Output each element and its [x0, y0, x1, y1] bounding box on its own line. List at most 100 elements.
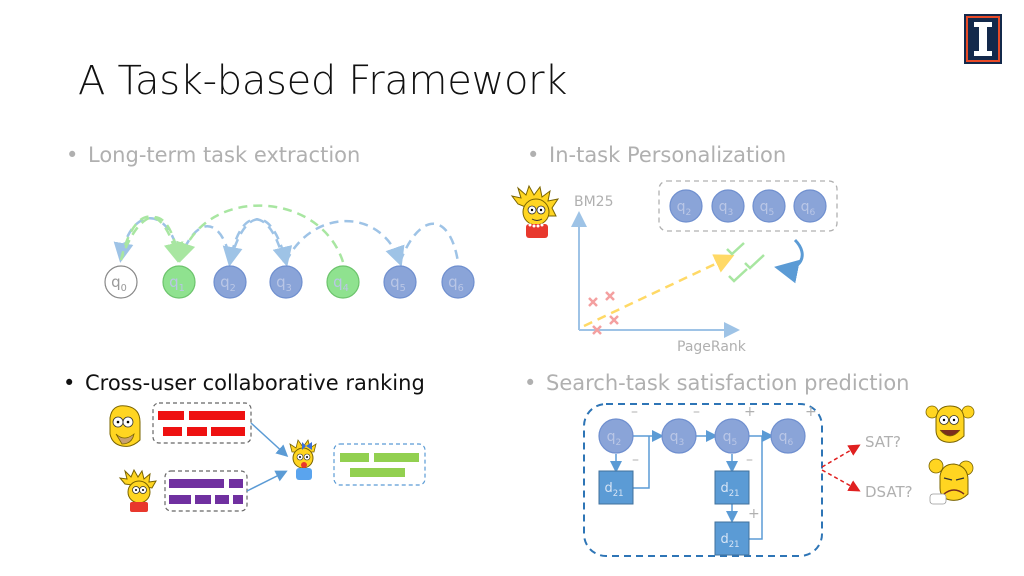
checkmark-icon [726, 242, 765, 283]
page-title: A Task-based Framework [78, 58, 568, 104]
query-node-label: q6 [779, 429, 794, 448]
query-node-label: q6 [801, 199, 816, 218]
sign-label: + [744, 404, 756, 420]
task-box [583, 403, 823, 557]
label-subscript: 6 [810, 208, 816, 218]
bullet-personalization: • In-task Personalization [527, 143, 786, 167]
label-subscript: 5 [769, 208, 775, 218]
bullet-satisfaction-prediction: • Search-task satisfaction prediction [524, 371, 910, 395]
bullet-text: In-task Personalization [549, 143, 787, 167]
label-subscript: 6 [458, 283, 464, 294]
query-node [269, 265, 303, 299]
maggie-icon [289, 439, 317, 480]
query-node-label: q2 [677, 199, 692, 218]
query-node-label: q5 [390, 273, 406, 294]
sign-label: – [631, 404, 638, 420]
label-subscript: 3 [679, 438, 685, 448]
label-base: q [111, 273, 121, 291]
document-box [714, 470, 750, 505]
bullet-collaborative-ranking: • Cross-user collaborative ranking [63, 371, 425, 395]
curved-arrow-icon [774, 238, 804, 284]
label-base: q [677, 199, 686, 215]
query-node [714, 418, 750, 454]
query-node-label: q1 [169, 273, 185, 294]
label-base: q [670, 429, 679, 445]
label-base: d [720, 532, 728, 547]
sign-label: – [632, 452, 639, 468]
homer-icon [109, 405, 141, 447]
label-subscript: 21 [729, 539, 740, 549]
sign-label: – [746, 452, 753, 468]
label-subscript: 3 [286, 283, 292, 294]
label-subscript: 4 [343, 283, 349, 294]
label-base: q [448, 273, 458, 291]
homer-happy-icon [925, 405, 975, 443]
query-node-label: q3 [276, 273, 292, 294]
label-base: q [333, 273, 343, 291]
label-base: q [220, 273, 230, 291]
query-node [162, 265, 196, 299]
query-node [213, 265, 247, 299]
label-base: q [276, 273, 286, 291]
bullet-dot: • [66, 143, 79, 167]
label-base: q [169, 273, 179, 291]
query-node-label: q4 [333, 273, 349, 294]
x-axis-label: PageRank [677, 339, 747, 355]
query-node-label: q6 [448, 273, 464, 294]
label-subscript: 21 [613, 488, 624, 498]
query-node [326, 265, 360, 299]
label-subscript: 21 [729, 488, 740, 498]
bullet-dot: • [524, 371, 537, 395]
bullet-text: Search-task satisfaction prediction [546, 371, 910, 395]
label-subscript: 3 [728, 208, 734, 218]
y-axis-label: BM25 [574, 194, 614, 210]
query-group-box [658, 180, 838, 232]
bullet-dot: • [63, 371, 76, 395]
query-node [441, 265, 475, 299]
sign-label: + [805, 404, 817, 420]
query-node-label: q2 [607, 429, 622, 448]
bullet-task-extraction: • Long-term task extraction [66, 143, 360, 167]
label-base: q [607, 429, 616, 445]
bullet-text: Long-term task extraction [88, 143, 361, 167]
bullet-text: Cross-user collaborative ranking [85, 371, 425, 395]
sign-label: – [693, 404, 700, 420]
label-base: d [604, 481, 612, 496]
label-base: q [719, 199, 728, 215]
label-subscript: 6 [788, 438, 794, 448]
query-node [770, 418, 806, 454]
query-node [383, 265, 417, 299]
query-node [711, 189, 745, 223]
query-node-label: q5 [723, 429, 738, 448]
label-base: q [723, 429, 732, 445]
query-node-label: q5 [760, 199, 775, 218]
document-box [598, 470, 634, 505]
label-subscript: 2 [230, 283, 236, 294]
query-node-label: q2 [220, 273, 236, 294]
label-subscript: 2 [616, 438, 622, 448]
document-box-label: d21 [604, 481, 623, 498]
query-node [752, 189, 786, 223]
query-node [661, 418, 697, 454]
label-base: q [801, 199, 810, 215]
document-box-label: d21 [720, 532, 739, 549]
label-base: d [720, 481, 728, 496]
label-subscript: 2 [686, 208, 692, 218]
label-base: q [779, 429, 788, 445]
document-box-label: d21 [720, 481, 739, 498]
collaborative-ranking-diagram [109, 402, 426, 512]
lisa-icon [118, 468, 157, 512]
query-node-label: q3 [719, 199, 734, 218]
bullet-dot: • [527, 143, 540, 167]
label-base: q [390, 273, 400, 291]
label-subscript: 0 [121, 283, 127, 294]
dsat-label: DSAT? [865, 483, 913, 501]
query-node [793, 189, 827, 223]
document-box [714, 521, 750, 556]
label-subscript: 5 [400, 283, 406, 294]
query-node [598, 418, 634, 454]
cross-icon [588, 291, 619, 335]
label-subscript: 1 [179, 283, 185, 294]
